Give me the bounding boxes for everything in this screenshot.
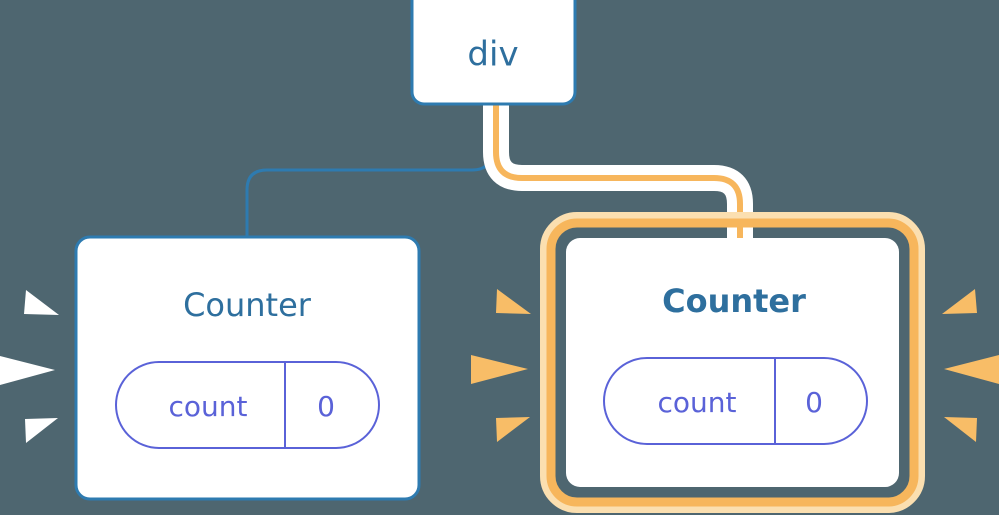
counter-right-highlight-ring <box>546 218 919 507</box>
div-node-box[interactable] <box>410 0 577 106</box>
connector-div-to-counter-left <box>245 102 494 240</box>
counter-left-pill-outline <box>115 361 380 449</box>
node-counter-left[interactable]: Counter count 0 <box>74 235 421 501</box>
connector-div-to-counter-right <box>493 104 743 250</box>
connector-group <box>245 102 753 250</box>
ray-left-upper <box>24 290 59 315</box>
node-div[interactable]: div <box>410 0 577 106</box>
ray-mid-lower <box>496 417 530 442</box>
ray-right-middle <box>944 355 999 384</box>
counter-left-prop-value: 0 <box>317 390 335 423</box>
burst-rays-counter-left <box>0 290 59 443</box>
div-node-label: div <box>467 35 518 75</box>
counter-right-pill-outline <box>603 357 868 445</box>
burst-rays-counter-right-left-side <box>471 289 531 442</box>
counter-right-title: Counter <box>662 282 806 320</box>
counter-right-prop-value: 0 <box>805 386 823 419</box>
burst-rays-counter-right-right-side <box>942 289 999 442</box>
counter-right-prop-key: count <box>658 386 737 419</box>
counter-left-title: Counter <box>183 286 312 324</box>
ray-left-middle <box>0 356 55 385</box>
counter-right-prop-pill[interactable]: count 0 <box>603 357 868 445</box>
ray-right-lower <box>944 417 977 442</box>
node-counter-right[interactable]: Counter count 0 <box>540 212 925 513</box>
ray-mid-upper <box>496 289 531 314</box>
ray-left-lower <box>25 418 58 443</box>
counter-left-prop-pill[interactable]: count 0 <box>115 361 380 449</box>
ray-mid-middle <box>471 355 528 384</box>
ray-right-upper <box>942 289 977 314</box>
counter-left-prop-key: count <box>169 390 248 423</box>
